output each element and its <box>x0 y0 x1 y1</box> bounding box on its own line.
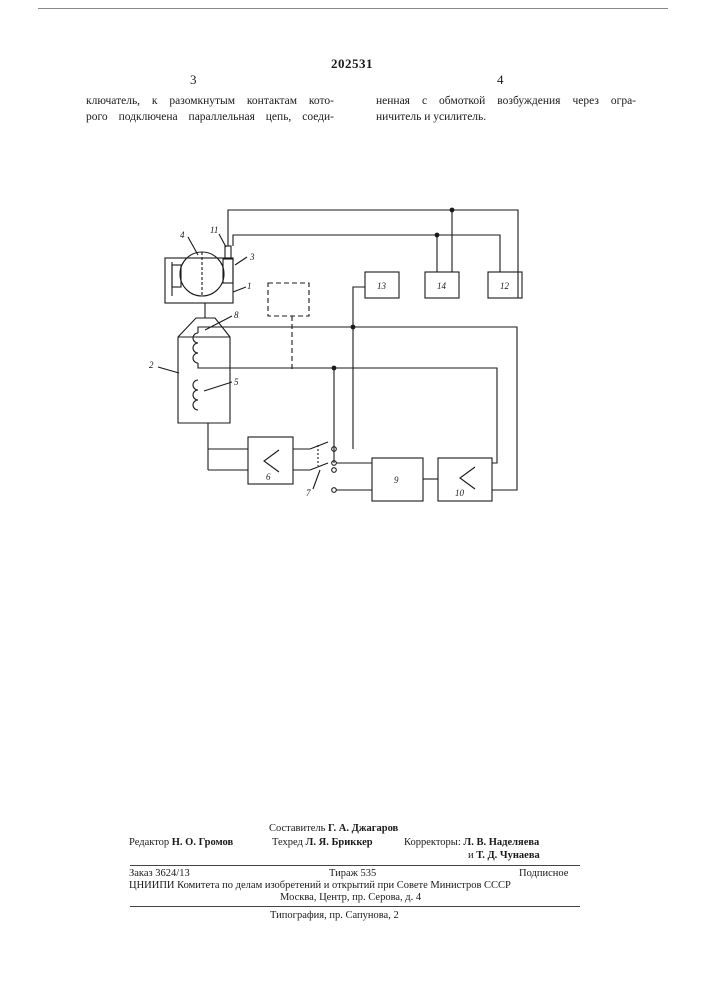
leader-11 <box>219 234 226 247</box>
printing-house: Типография, пр. Сапунова, 2 <box>270 910 399 921</box>
label-8: 8 <box>234 310 239 320</box>
label-3: 3 <box>249 252 255 262</box>
label-1: 1 <box>247 281 252 291</box>
label-11: 11 <box>210 225 218 235</box>
wire-top-outer <box>228 210 518 298</box>
leader-7 <box>313 470 320 489</box>
junction-dot <box>435 233 440 238</box>
correctors-line: Корректоры: Л. В. Наделяева <box>404 837 539 848</box>
leader-4 <box>188 237 198 255</box>
corrector-2: Т. Д. Чунаева <box>476 850 540 861</box>
amp10-symbol <box>460 467 475 489</box>
wire-winding5-top <box>198 372 212 423</box>
editor-name: Н. О. Громов <box>172 837 233 848</box>
sensor-block <box>223 259 233 283</box>
label-5: 5 <box>234 377 239 387</box>
switch-blade-bottom <box>310 463 328 470</box>
corrector-2-line: и Т. Д. Чунаева <box>468 850 540 861</box>
junction-dot <box>450 208 455 213</box>
corrector-2-prefix: и <box>468 850 474 861</box>
corrector-1: Л. В. Наделяева <box>463 837 539 848</box>
wire-winding8-bottom <box>198 363 497 463</box>
compiler-line: Составитель Г. А. Джагаров <box>269 823 398 834</box>
switch-blade-top <box>310 442 328 449</box>
wire-winding5-ret <box>230 410 248 470</box>
correctors-label: Корректоры: <box>404 837 461 848</box>
leader-2 <box>158 367 179 373</box>
leader-1 <box>233 287 246 292</box>
organization-line-1: ЦНИИПИ Комитета по делам изобретений и о… <box>129 880 511 891</box>
label-4: 4 <box>180 230 185 240</box>
label-10: 10 <box>455 488 465 498</box>
winding-5 <box>193 380 198 410</box>
dashed-block <box>268 283 309 316</box>
organization-line-2: Москва, Центр, пр. Серова, д. 4 <box>280 892 421 903</box>
editor-label: Редактор <box>129 837 169 848</box>
sensor-element <box>225 246 231 258</box>
label-2: 2 <box>149 360 154 370</box>
contact-d <box>332 488 337 493</box>
amp6-symbol <box>264 450 279 472</box>
label-13: 13 <box>377 281 387 291</box>
excitation-unit <box>178 318 230 423</box>
amplifier-6 <box>248 437 293 484</box>
wire-winding5-out <box>208 423 248 449</box>
circulation: Тираж 535 <box>329 868 376 879</box>
wire-top-inner <box>233 235 500 272</box>
techred-label: Техред <box>272 837 303 848</box>
label-12: 12 <box>500 281 510 291</box>
techred-name: Л. Я. Бриккер <box>306 837 373 848</box>
imprint-rule-1 <box>130 865 580 866</box>
compiler-label: Составитель <box>269 823 325 834</box>
compiler-name: Г. А. Джагаров <box>328 823 398 834</box>
amplifier-10 <box>438 458 492 501</box>
junction-dot <box>351 325 356 330</box>
order-number: Заказ 3624/13 <box>129 868 190 879</box>
subscription: Подписное <box>519 868 568 879</box>
editor-line: Редактор Н. О. Громов <box>129 837 233 848</box>
junction-dot <box>332 366 337 371</box>
label-6: 6 <box>266 472 271 482</box>
leader-5 <box>204 382 232 391</box>
leader-3 <box>235 257 247 265</box>
wire-winding8-top <box>198 327 517 490</box>
label-9: 9 <box>394 475 399 485</box>
label-14: 14 <box>437 281 447 291</box>
contact-c <box>332 468 337 473</box>
label-7: 7 <box>306 488 311 498</box>
imprint-rule-2 <box>130 906 580 907</box>
techred-line: Техред Л. Я. Бриккер <box>272 837 373 848</box>
